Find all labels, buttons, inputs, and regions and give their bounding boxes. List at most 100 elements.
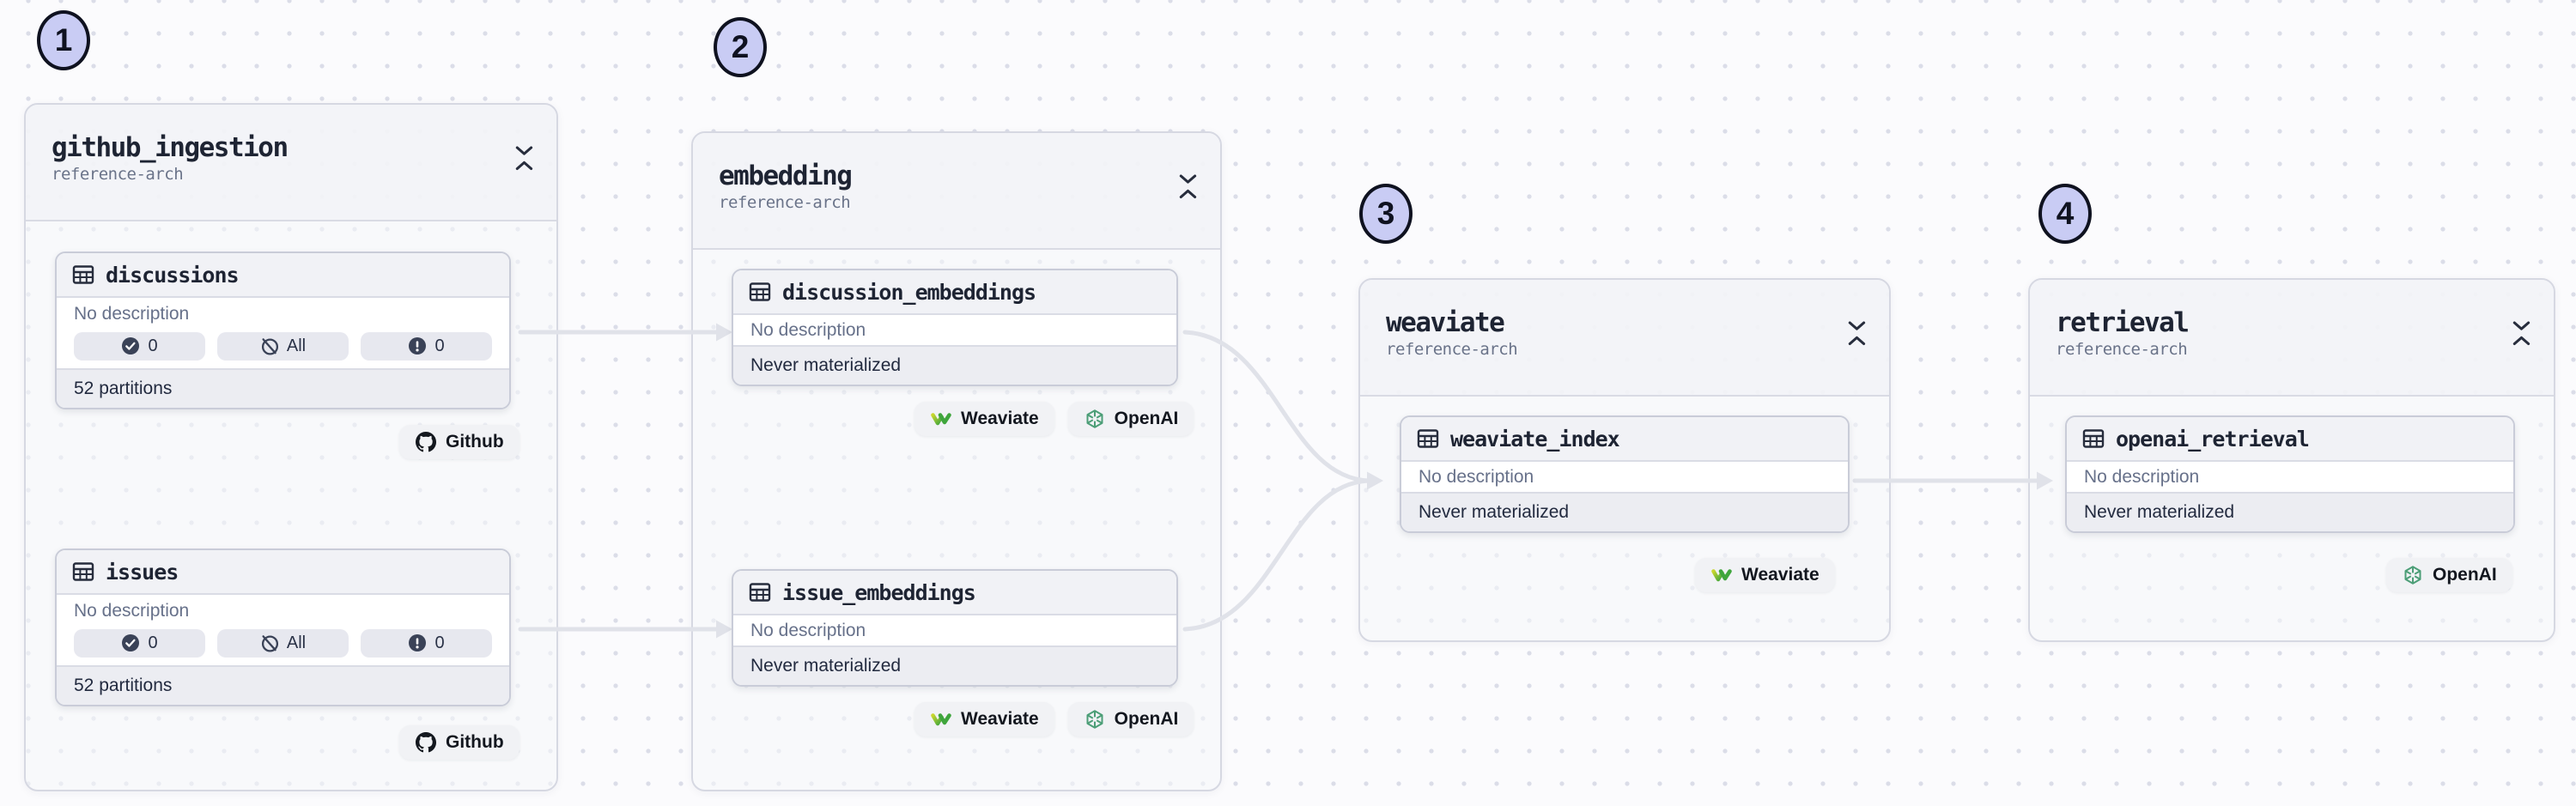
- openai-icon: [1086, 710, 1103, 729]
- asset-node-openai-retrieval[interactable]: openai_retrieval No description Never ma…: [2065, 415, 2515, 533]
- asset-name: discussions: [106, 262, 240, 288]
- asset-name: issue_embeddings: [782, 579, 976, 605]
- group-subtitle: reference-arch: [719, 193, 851, 212]
- asset-node-header: discussions: [57, 253, 509, 298]
- openai-icon: [1086, 409, 1103, 428]
- group-subtitle: reference-arch: [1386, 340, 1518, 359]
- kind-badge-github[interactable]: Github: [399, 425, 519, 459]
- asset-node-discussions[interactable]: discussions No description 0 All 0 52 pa…: [55, 251, 511, 409]
- asset-status-footer: Never materialized: [2067, 492, 2513, 531]
- table-icon: [1417, 429, 1439, 448]
- group-header-retrieval[interactable]: retrieval reference-arch: [2030, 280, 2554, 397]
- partition-pill-materialized: 0: [74, 628, 205, 658]
- openai-icon: [2404, 566, 2421, 585]
- step-circle-1: 1: [37, 10, 90, 70]
- kind-badge-label: OpenAI: [1114, 409, 1179, 428]
- pill-label: All: [286, 336, 307, 355]
- asset-name: weaviate_index: [1450, 426, 1620, 451]
- asset-node-header: issues: [57, 550, 509, 595]
- asset-description: No description: [2084, 466, 2200, 487]
- kind-badges-discussion-embeddings: Weaviate OpenAI: [914, 402, 1194, 436]
- step-circle-2: 2: [714, 17, 767, 77]
- partition-pill-failed: 0: [361, 628, 492, 658]
- exclamation-circle-icon: [409, 337, 427, 355]
- table-icon: [749, 282, 771, 301]
- kind-badge-label: OpenAI: [2433, 565, 2497, 585]
- asset-node-issues[interactable]: issues No description 0 All 0 52 partiti…: [55, 548, 511, 706]
- step-number: 3: [1376, 196, 1395, 231]
- kind-badge-label: Weaviate: [1741, 565, 1820, 585]
- step-number: 2: [731, 29, 750, 64]
- partition-pill-materialized: 0: [74, 331, 205, 361]
- group-subtitle: reference-arch: [2056, 340, 2188, 359]
- kind-badges-issues: Github: [399, 725, 519, 760]
- asset-description: No description: [1419, 466, 1534, 487]
- table-icon: [72, 265, 94, 284]
- kind-badge-weaviate[interactable]: Weaviate: [914, 702, 1054, 736]
- kind-badges-openai-retrieval: OpenAI: [2386, 558, 2512, 592]
- kind-badges-weaviate-index: Weaviate: [1695, 558, 1835, 592]
- group-header-github-ingestion[interactable]: github_ingestion reference-arch: [26, 105, 556, 221]
- check-circle-icon: [121, 336, 141, 355]
- step-number: 4: [2056, 196, 2075, 231]
- group-header-weaviate[interactable]: weaviate reference-arch: [1360, 280, 1889, 397]
- asset-status-footer: Never materialized: [1401, 492, 1848, 531]
- asset-description: No description: [74, 304, 190, 324]
- kind-badge-label: Weaviate: [961, 709, 1039, 729]
- asset-description: No description: [750, 319, 866, 340]
- partition-pill-missing: All: [217, 331, 349, 361]
- asset-node-weaviate-index[interactable]: weaviate_index No description Never mate…: [1400, 415, 1850, 533]
- asset-status-footer: Never materialized: [733, 645, 1176, 685]
- asset-node-discussion-embeddings[interactable]: discussion_embeddings No description Nev…: [732, 269, 1178, 386]
- pill-label: 0: [434, 336, 445, 355]
- arrowhead-icon: [2037, 471, 2053, 490]
- asset-node-issue-embeddings[interactable]: issue_embeddings No description Never ma…: [732, 569, 1178, 687]
- kind-badge-label: Github: [446, 432, 504, 451]
- arrowhead-icon: [716, 620, 732, 639]
- edge-issue-embeddings-to-weaviate-index: [1182, 478, 1371, 632]
- step-circle-3: 3: [1359, 184, 1413, 244]
- kind-badge-github[interactable]: Github: [399, 725, 519, 760]
- table-icon: [749, 583, 771, 602]
- kind-badge-openai[interactable]: OpenAI: [2386, 558, 2512, 592]
- group-subtitle: reference-arch: [52, 165, 184, 184]
- circle-slash-icon: [261, 337, 278, 355]
- partition-pill-failed: 0: [361, 331, 492, 361]
- pill-label: 0: [148, 336, 158, 355]
- group-header-embedding[interactable]: embedding reference-arch: [693, 133, 1220, 250]
- check-circle-icon: [121, 633, 141, 652]
- asset-status-footer: Never materialized: [733, 345, 1176, 385]
- partition-health-row: 0 All 0: [57, 330, 509, 368]
- pill-label: All: [286, 633, 307, 652]
- arrowhead-icon: [1367, 471, 1383, 490]
- weaviate-icon: [930, 709, 952, 730]
- pill-label: 0: [148, 633, 158, 652]
- pill-label: 0: [434, 633, 445, 652]
- group-title: github_ingestion: [52, 132, 289, 163]
- kind-badge-weaviate[interactable]: Weaviate: [1695, 558, 1835, 592]
- kind-badge-label: Github: [446, 732, 504, 752]
- asset-description: No description: [74, 601, 190, 621]
- kind-badges-issue-embeddings: Weaviate OpenAI: [914, 702, 1194, 736]
- group-title: embedding: [719, 161, 853, 191]
- asset-partitions-footer: 52 partitions: [57, 368, 509, 408]
- weaviate-icon: [930, 409, 952, 429]
- kind-badge-weaviate[interactable]: Weaviate: [914, 402, 1054, 436]
- step-circle-4: 4: [2038, 184, 2092, 244]
- partition-health-row: 0 All 0: [57, 627, 509, 665]
- asset-node-header: openai_retrieval: [2067, 417, 2513, 462]
- table-icon: [2082, 429, 2105, 448]
- asset-partitions-footer: 52 partitions: [57, 665, 509, 705]
- asset-description: No description: [750, 620, 866, 640]
- group-title: retrieval: [2056, 307, 2190, 338]
- kind-badge-openai[interactable]: OpenAI: [1067, 402, 1194, 436]
- asset-node-header: issue_embeddings: [733, 571, 1176, 615]
- weaviate-icon: [1710, 565, 1733, 585]
- asset-name: openai_retrieval: [2116, 426, 2310, 451]
- circle-slash-icon: [261, 634, 278, 652]
- partition-pill-missing: All: [217, 628, 349, 658]
- kind-badge-openai[interactable]: OpenAI: [1067, 702, 1194, 736]
- table-icon: [72, 562, 94, 581]
